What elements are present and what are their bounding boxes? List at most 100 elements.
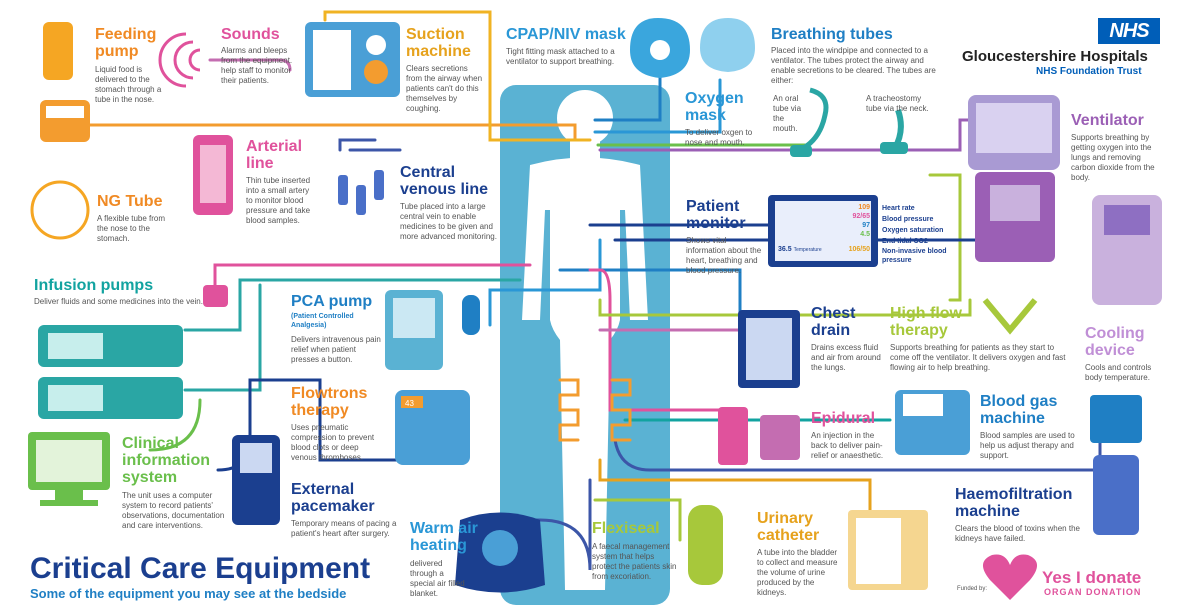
epidural-bag-icon [718, 407, 748, 465]
bloodgas-block: Blood gas machine Blood samples are used… [980, 393, 1075, 461]
clinical-title-3: system [122, 469, 178, 486]
legend-heart-rate: Heart rate [882, 205, 915, 212]
pca-button-icon [462, 295, 480, 335]
bloodgas-title-1: Blood gas [980, 393, 1058, 410]
feeding-pump-title-1: Feeding [95, 26, 157, 43]
epidural-block: Epidural An injection in the back to del… [811, 410, 886, 461]
oxygen-block: Oxygen mask To deliver oxgen to nose and… [685, 90, 767, 148]
warmair-block: Warm air heating delivered through a spe… [410, 520, 500, 599]
ng-title: NG Tube [97, 193, 163, 210]
urinary-title-1: Urinary [757, 510, 814, 527]
cpap-desc: Tight fitting mask attached to a ventila… [506, 47, 615, 66]
flowtrons-title-1: Flowtrons [291, 385, 368, 402]
trach-tube-label: A tracheostomy tube via the neck. [866, 94, 929, 113]
feeding-pump-block: Feeding pump Liquid food is delivered to… [95, 26, 175, 105]
chest-title-1: Chest [811, 305, 856, 322]
cpap-title: CPAP/NIV mask [506, 26, 626, 43]
infusion-desc: Deliver fluids and some medicines into t… [34, 297, 203, 306]
ventilator-block: Ventilator Supports breathing by getting… [1071, 112, 1166, 183]
urinary-title-2: catheter [757, 527, 820, 544]
urinary-desc: A tube into the bladder to collect and m… [757, 548, 838, 597]
arterial-title-2: line [246, 155, 274, 172]
monitor-desc: Shows vital information about the heart,… [686, 236, 762, 275]
suction-desc: Clears secretions from the airway when p… [406, 64, 483, 113]
feeding-pump-title-2: pump [95, 43, 139, 60]
donate-logo-text: Yes I donate [1042, 568, 1142, 587]
central-title-2: venous line [400, 181, 489, 198]
funded-by-label: Funded by: [957, 586, 988, 592]
central-line-icon [338, 170, 384, 215]
oxygen-title-1: Oxygen [685, 90, 744, 107]
haemo-desc: Clears the blood of toxins when the kidn… [955, 524, 1080, 543]
warmair-title-2: heating [410, 537, 467, 554]
page-title: Critical Care Equipment [30, 552, 371, 585]
haemo-title-1: Haemofiltration [955, 486, 1073, 503]
flexiseal-title: Flexiseal [592, 520, 660, 537]
haemofilter-machine-icon [1093, 455, 1139, 535]
cooling-block: Cooling device Cools and controls body t… [1085, 325, 1165, 383]
donate-logo-subtext: ORGAN DONATION [1044, 587, 1142, 597]
infusion-block: Infusion pumps Deliver fluids and some m… [34, 277, 214, 307]
bloodgas-desc: Blood samples are used to help us adjust… [980, 431, 1075, 460]
legend-nibp: Non-invasive blood pressure [882, 248, 947, 264]
pca-desc: Delivers intravenous pain relief when pa… [291, 335, 381, 364]
oral-tube-icon [798, 87, 829, 153]
monitor-legend: Heart rate Blood pressure Oxygen saturat… [882, 203, 967, 265]
pca-title: PCA pump [291, 293, 373, 310]
flexiseal-block: Flexiseal A faecal management system tha… [592, 520, 677, 582]
monitor-screen: 109 92/65 97 4.5 36.5 Temperature 106/50 [778, 203, 870, 255]
arterial-block: Arterial line Thin tube inserted into a … [246, 138, 318, 226]
monitor-temp-label: Temperature [793, 247, 822, 253]
pacemaker-desc: Temporary means of pacing a patient's he… [291, 519, 397, 538]
legend-oxygen-saturation: Oxygen saturation [882, 227, 944, 234]
trust-name: Gloucestershire Hospitals [962, 48, 1148, 65]
highflow-block: High flow therapy Supports breathing for… [890, 305, 1070, 373]
pacemaker-title-2: pacemaker [291, 498, 375, 515]
urinary-block: Urinary catheter A tube into the bladder… [757, 510, 842, 598]
cooling-desc: Cools and controls body temperature. [1085, 363, 1152, 382]
monitor-value-bp: 92/65 [852, 213, 870, 220]
chest-desc: Drains excess fluid and air from around … [811, 343, 881, 372]
oral-tube-label: An oral tube via the mouth. [773, 94, 802, 133]
pca-block: PCA pump (Patient Controlled Analgesia) … [291, 293, 381, 365]
monitor-value-nibp: 106/50 [848, 246, 870, 253]
legend-blood-pressure: Blood pressure [882, 216, 934, 223]
bloodgas-title-2: machine [980, 410, 1045, 427]
monitor-value-hr: 109 [858, 204, 870, 211]
highflow-desc: Supports breathing for patients as they … [890, 343, 1066, 372]
chest-block: Chest drain Drains excess fluid and air … [811, 305, 881, 373]
sound-waves-icon [158, 32, 201, 88]
nhs-logo: NHS [1098, 18, 1160, 44]
feeding-pump-desc: Liquid food is delivered to the stomach … [95, 65, 162, 104]
flexiseal-desc: A faecal management system that helps pr… [592, 542, 677, 581]
cooling-title-1: Cooling [1085, 325, 1145, 342]
feeding-bag-icon [43, 22, 73, 80]
monitor-title-2: monitor [686, 215, 746, 232]
oxygen-mask-icon [700, 18, 755, 72]
legend-end-tidal-co2: End tidal CO2 [882, 238, 928, 245]
trust-subtitle: NHS Foundation Trust [1036, 66, 1142, 77]
suction-title-2: machine [406, 43, 471, 60]
breathing-desc: Placed into the windpipe and connected t… [771, 46, 936, 85]
pacemaker-title-1: External [291, 481, 355, 498]
clinical-title-2: information [122, 452, 210, 469]
heart-logo-icon [982, 554, 1038, 600]
cpap-block: CPAP/NIV mask Tight fitting mask attache… [506, 26, 626, 67]
central-block: Central venous line Tube placed into a l… [400, 164, 500, 242]
suction-title-1: Suction [406, 26, 465, 43]
ng-block: NG Tube A flexible tube from the nose to… [97, 193, 167, 244]
pca-subtitle: (Patient Controlled Analgesia) [291, 313, 354, 329]
flowtrons-block: Flowtrons therapy Uses pneumatic compres… [291, 385, 383, 463]
monitor-value-temp: 36.5 [778, 246, 792, 253]
epidural-title: Epidural [811, 410, 876, 427]
breathing-title: Breathing tubes [771, 26, 893, 43]
ventilator-desc: Supports breathing by getting oxygen int… [1071, 133, 1155, 182]
highflow-title-1: High flow [890, 305, 962, 322]
monitor-title-1: Patient [686, 198, 740, 215]
ng-tube-icon [30, 180, 90, 240]
central-title-1: Central [400, 164, 456, 181]
haemo-title-2: machine [955, 503, 1020, 520]
epidural-desc: An injection in the back to deliver pain… [811, 431, 884, 460]
